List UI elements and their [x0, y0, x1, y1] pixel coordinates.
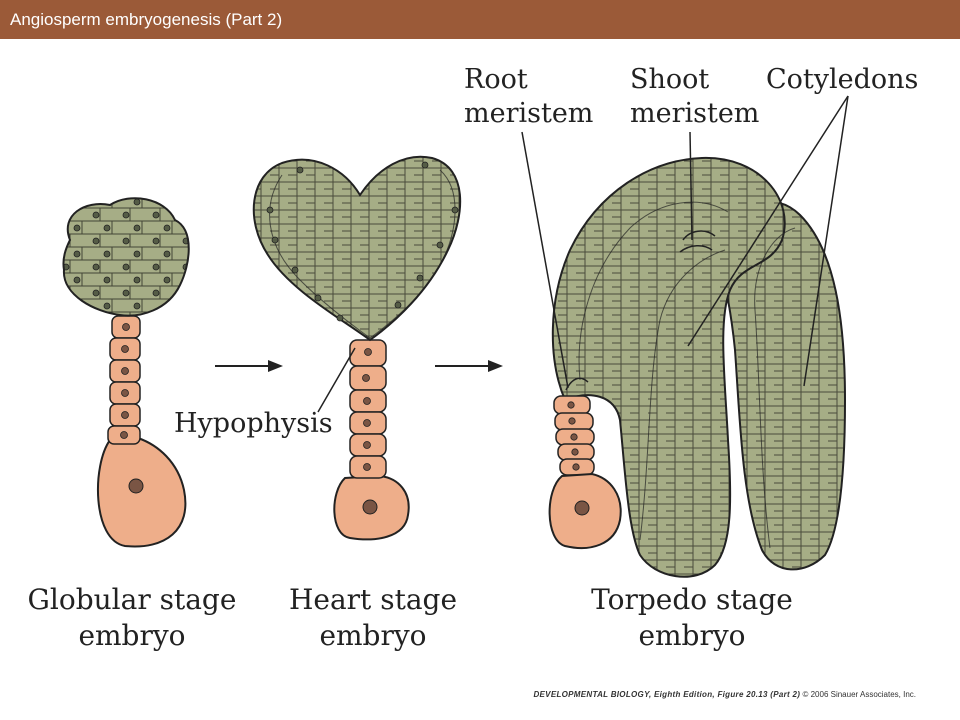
heart-embryo: [252, 155, 462, 541]
root-meristem-leader: [521, 131, 569, 389]
header-bar: Angiosperm embryogenesis (Part 2): [0, 0, 960, 39]
shoot-meristem-leader: [689, 131, 693, 241]
figure-credit: DEVELOPMENTAL BIOLOGY, Eighth Edition, F…: [533, 690, 916, 699]
heart-stage-label-line1: Heart stage: [289, 583, 457, 616]
cotyledon-leader-right: [803, 95, 849, 387]
root-meristem-label-line2: meristem: [464, 98, 593, 129]
credit-copyright: © 2006 Sinauer Associates, Inc.: [802, 690, 916, 699]
torpedo-main-body: [551, 156, 786, 578]
shoot-meristem-label-line1: Shoot: [630, 64, 709, 95]
arrow-globular-to-heart: [215, 360, 283, 372]
globular-basal-cell: [96, 436, 187, 548]
heart-proembryo: [252, 155, 462, 342]
torpedo-stage-label-line2: embryo: [638, 619, 745, 652]
hypophysis-label: Hypophysis: [174, 408, 333, 439]
torpedo-stage-label-line1: Torpedo stage: [591, 583, 793, 616]
globular-stage-label-line2: embryo: [78, 619, 185, 652]
leader-lines: [317, 95, 849, 413]
globular-suspensor: [107, 315, 141, 445]
cotyledons-label: Cotyledons: [766, 64, 918, 95]
heart-suspensor: [349, 339, 387, 479]
globular-proembryo: [62, 197, 190, 317]
credit-book: DEVELOPMENTAL BIOLOGY, Eighth Edition, F…: [533, 690, 801, 699]
root-meristem-label-line1: Root: [464, 64, 528, 95]
torpedo-cotyledon-right: [710, 200, 847, 571]
labels: Root meristem Shoot meristem Cotyledons …: [28, 64, 919, 652]
shoot-meristem-label-line2: meristem: [630, 98, 759, 129]
hypophysis-leader: [317, 347, 356, 413]
globular-embryo: [62, 197, 190, 548]
arrow-heart-to-torpedo: [435, 360, 503, 372]
slide-title: Angiosperm embryogenesis (Part 2): [10, 10, 283, 29]
globular-stage-label-line1: Globular stage: [28, 583, 237, 616]
cotyledon-leader-left: [687, 95, 849, 347]
heart-stage-label-line2: embryo: [319, 619, 426, 652]
torpedo-embryo: [548, 156, 847, 578]
globular-nucleus: [128, 478, 144, 494]
